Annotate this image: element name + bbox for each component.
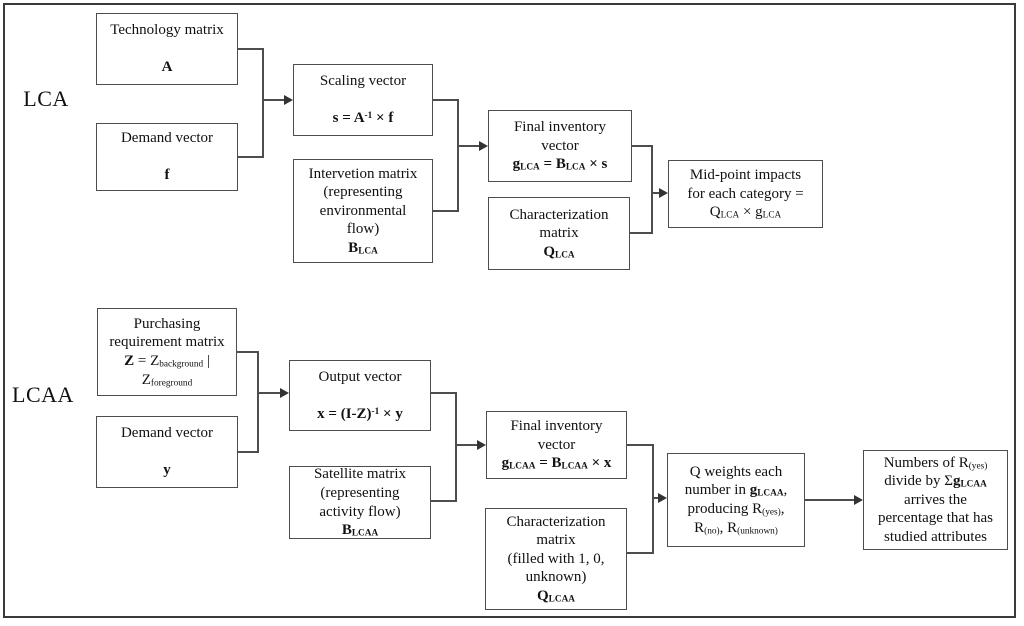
connector-line: [805, 499, 854, 501]
connector-line: [257, 392, 281, 394]
connector-line: [237, 351, 259, 353]
box-technology-matrix: Technology matrix A: [96, 13, 238, 85]
arrow-right-icon: [854, 495, 863, 505]
arrow-right-icon: [479, 141, 488, 151]
arrow-right-icon: [280, 388, 289, 398]
connector-line: [262, 48, 264, 158]
row-label-lca: LCA: [23, 86, 69, 111]
connector-line: [627, 444, 654, 446]
connector-line: [632, 145, 653, 147]
connector-line: [238, 156, 263, 158]
connector-line: [433, 210, 459, 212]
connector-line: [455, 444, 477, 446]
connector-line: [457, 145, 480, 147]
connector-line: [431, 500, 457, 502]
connector-line: [431, 392, 457, 394]
connector-line: [238, 451, 259, 453]
connector-line: [457, 99, 459, 212]
arrow-right-icon: [477, 440, 486, 450]
connector-line: [627, 552, 654, 554]
connector-line: [262, 99, 285, 101]
connector-line: [651, 192, 660, 194]
row-label-lcaa: LCAA: [12, 382, 74, 407]
box-demand-vector-y: Demand vector y: [96, 416, 238, 488]
connector-line: [257, 351, 259, 453]
arrow-right-icon: [284, 95, 293, 105]
box-demand-vector-f: Demand vector f: [96, 123, 238, 191]
connector-line: [455, 392, 457, 502]
arrow-right-icon: [658, 493, 667, 503]
connector-line: [238, 48, 263, 50]
connector-line: [652, 497, 658, 499]
connector-line: [651, 145, 653, 234]
connector-line: [652, 444, 654, 554]
diagram-border: [3, 3, 1016, 618]
arrow-right-icon: [659, 188, 668, 198]
box-scaling-vector: Scaling vector s = A-1 × f: [293, 64, 433, 136]
box-output-vector: Output vector x = (I-Z)-1 × y: [289, 360, 431, 431]
connector-line: [433, 99, 459, 101]
connector-line: [630, 232, 653, 234]
